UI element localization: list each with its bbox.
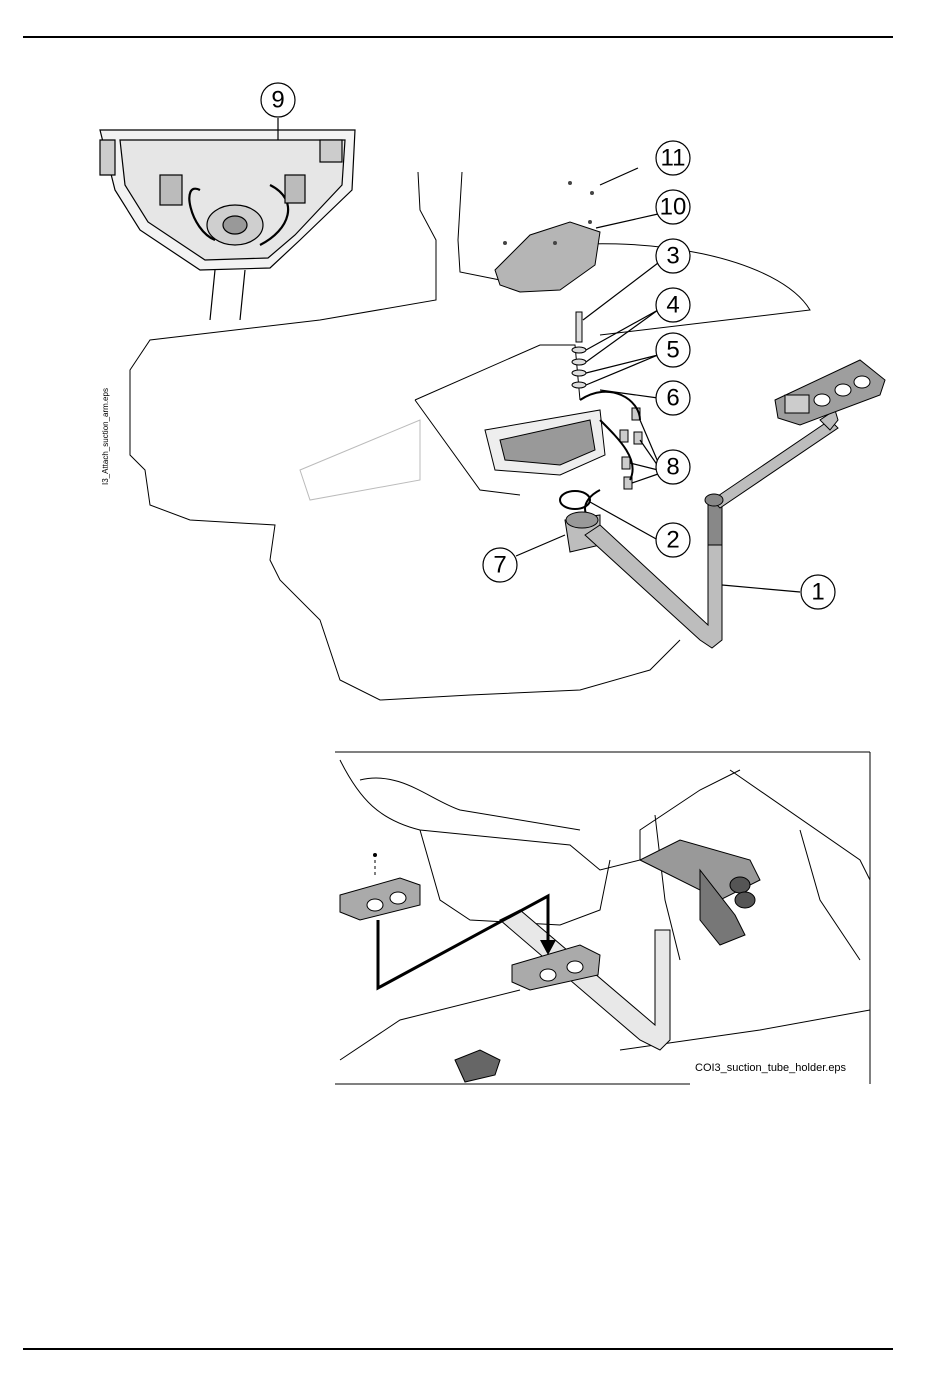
figure-bottom-filename: COI3_suction_tube_holder.eps [695,1062,846,1074]
screw-small [373,853,377,857]
svg-text:9: 9 [271,87,284,114]
callout-labels: 9 11 10 3 4 5 6 8 2 7 1 [271,87,824,606]
base-housing [485,410,605,475]
svg-text:1: 1 [811,579,824,606]
svg-text:10: 10 [660,194,687,221]
suction-tube-holder-figure [335,752,870,1084]
figure-top-filename: I3_Attach_suction_arm.eps [101,388,110,485]
inset-detail-drawing [100,130,355,320]
svg-text:6: 6 [666,385,679,412]
svg-text:3: 3 [666,243,679,270]
cover-plate [495,222,600,292]
svg-text:5: 5 [666,337,679,364]
svg-text:2: 2 [666,527,679,554]
svg-text:11: 11 [661,145,686,172]
svg-text:4: 4 [666,292,679,319]
svg-text:7: 7 [493,552,506,579]
bolt-and-washers [572,312,586,388]
bottom-arm [500,840,760,1050]
suction-arm [565,410,838,648]
svg-text:8: 8 [666,454,679,481]
footer-rule [23,1348,893,1350]
